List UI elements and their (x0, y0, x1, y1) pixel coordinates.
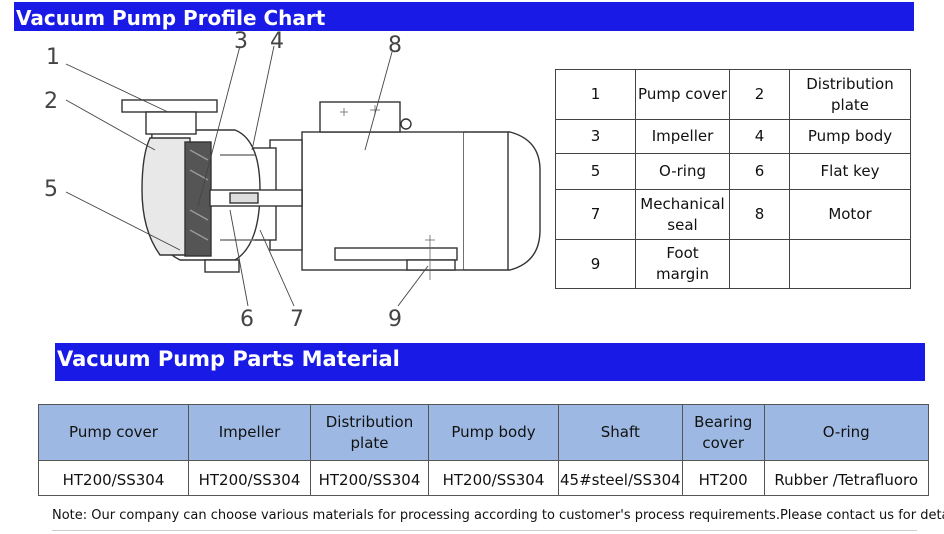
material-value: HT200/SS304 (188, 460, 311, 496)
material-value: HT200 (681, 460, 765, 496)
material-header: Impeller (188, 404, 311, 461)
material-header: Pump cover (38, 404, 189, 461)
profile-chart-title: Vacuum Pump Profile Chart (14, 2, 914, 31)
part-name: Foot margin (635, 239, 730, 289)
material-header: Shaft (558, 404, 683, 461)
callout-5: 5 (44, 177, 58, 202)
materials-table: Pump cover Impeller Distribution plate P… (38, 404, 929, 496)
part-name: Mechanical seal (635, 189, 730, 240)
material-header: O-ring (763, 404, 929, 461)
callout-3: 3 (234, 30, 248, 54)
material-header: Bearing cover (681, 404, 765, 461)
note-text: Note: Our company can choose various mat… (52, 508, 944, 523)
callout-1: 1 (46, 45, 60, 70)
material-value: 45#steel/SS304 (558, 460, 683, 496)
parts-legend-table: 1 Pump cover 2 Distribution plate 3 Impe… (555, 69, 911, 289)
part-number: 3 (555, 119, 636, 154)
divider (52, 530, 917, 531)
part-number: 2 (729, 69, 790, 120)
material-value: HT200/SS304 (428, 460, 559, 496)
part-name: Motor (789, 189, 911, 240)
part-number: 7 (555, 189, 636, 240)
callout-4: 4 (270, 30, 284, 54)
part-name: Impeller (635, 119, 730, 154)
materials-title: Vacuum Pump Parts Material (55, 343, 925, 381)
callout-7: 7 (290, 307, 304, 330)
part-name: O-ring (635, 153, 730, 190)
material-value: Rubber /Tetrafluoro (763, 460, 929, 496)
material-header: Pump body (428, 404, 559, 461)
part-number: 9 (555, 239, 636, 289)
empty-cell (729, 239, 790, 289)
material-value: HT200/SS304 (310, 460, 429, 496)
callout-8: 8 (388, 33, 402, 58)
part-number: 6 (729, 153, 790, 190)
callout-6: 6 (240, 307, 254, 330)
callout-2: 2 (44, 89, 58, 114)
part-number: 8 (729, 189, 790, 240)
empty-cell (789, 239, 911, 289)
part-name: Distribution plate (789, 69, 911, 120)
material-value: HT200/SS304 (38, 460, 189, 496)
part-number: 4 (729, 119, 790, 154)
callout-9: 9 (388, 307, 402, 330)
material-header: Distribution plate (310, 404, 429, 461)
part-number: 1 (555, 69, 636, 120)
part-name: Pump body (789, 119, 911, 154)
part-name: Flat key (789, 153, 911, 190)
part-number: 5 (555, 153, 636, 190)
pump-cross-section-drawing: 1 2 3 4 5 6 7 8 9 (44, 30, 541, 330)
part-name: Pump cover (635, 69, 730, 120)
